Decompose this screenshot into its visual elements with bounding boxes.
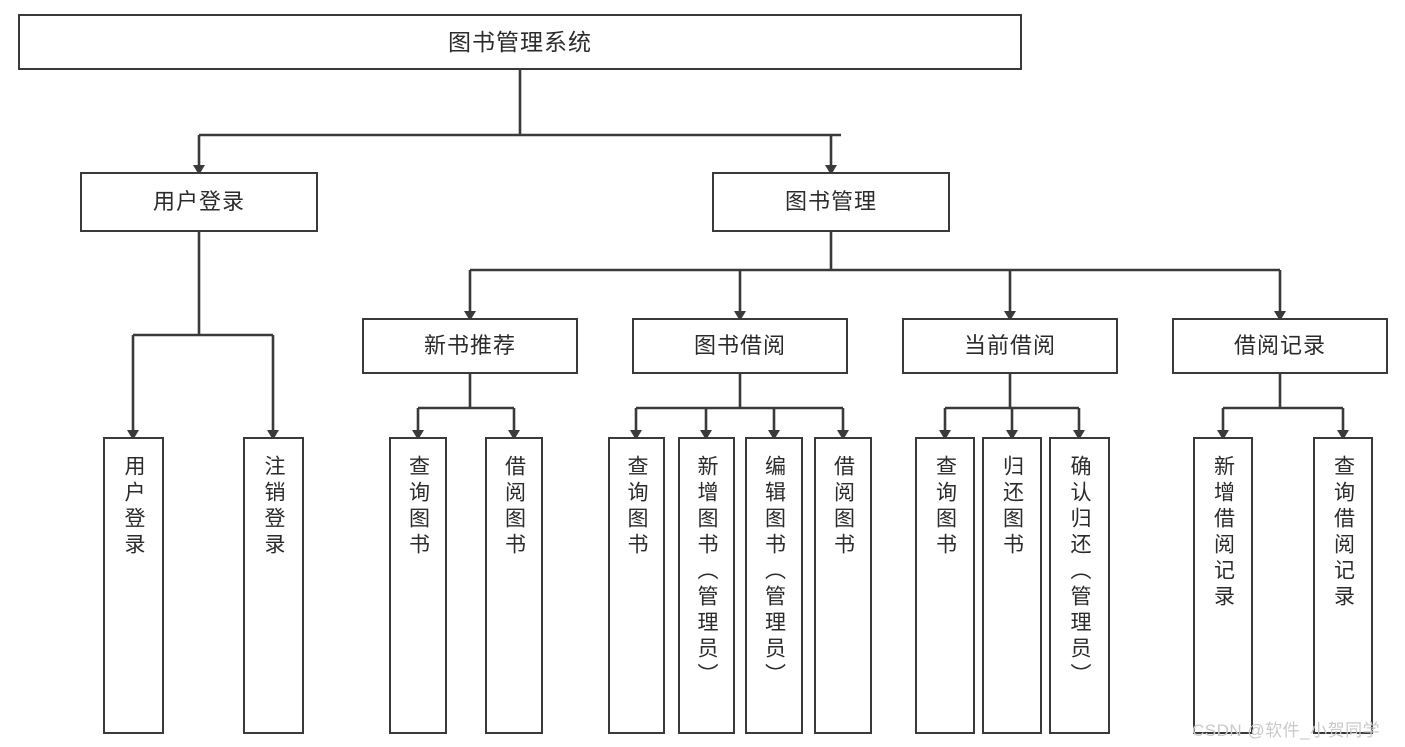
leaf-current-confirm-return-admin[interactable]: 确认归还（管理员） xyxy=(1049,437,1110,734)
node-label: 确认归还（管理员） xyxy=(1068,455,1091,689)
node-root-system[interactable]: 图书管理系统 xyxy=(18,14,1022,70)
leaf-current-return-book[interactable]: 归还图书 xyxy=(982,437,1042,734)
node-label: 查询借阅记录 xyxy=(1331,455,1355,611)
node-label: 编辑图书（管理员） xyxy=(762,455,786,689)
node-label: 借阅图书 xyxy=(831,455,855,559)
leaf-user-logout[interactable]: 注销登录 xyxy=(243,437,304,734)
node-label: 查询图书 xyxy=(933,455,957,559)
node-book-borrow[interactable]: 图书借阅 xyxy=(632,318,848,374)
leaf-borrow-edit-book-admin[interactable]: 编辑图书（管理员） xyxy=(745,437,803,734)
node-label: 图书管理系统 xyxy=(448,28,592,55)
node-current-borrow[interactable]: 当前借阅 xyxy=(902,318,1118,374)
node-user-login[interactable]: 用户登录 xyxy=(80,172,318,232)
node-label: 图书借阅 xyxy=(693,333,786,358)
node-label: 当前借阅 xyxy=(963,333,1056,358)
leaf-borrow-lend-book[interactable]: 借阅图书 xyxy=(814,437,872,734)
node-label: 归还图书 xyxy=(1000,455,1024,559)
leaf-newbook-borrow-book[interactable]: 借阅图书 xyxy=(485,437,543,734)
leaf-current-query-book[interactable]: 查询图书 xyxy=(915,437,975,734)
node-label: 查询图书 xyxy=(406,455,430,559)
node-label: 新增借阅记录 xyxy=(1211,455,1235,611)
node-label: 用户登录 xyxy=(152,189,245,214)
leaf-record-add-record[interactable]: 新增借阅记录 xyxy=(1193,437,1253,734)
leaf-borrow-query-book[interactable]: 查询图书 xyxy=(608,437,665,734)
node-label: 新书推荐 xyxy=(423,333,516,358)
node-label: 借阅图书 xyxy=(502,455,526,559)
leaf-record-query-record[interactable]: 查询借阅记录 xyxy=(1313,437,1373,734)
node-label: 注销登录 xyxy=(262,455,285,559)
leaf-borrow-add-book-admin[interactable]: 新增图书（管理员） xyxy=(678,437,735,734)
node-book-management[interactable]: 图书管理 xyxy=(712,172,950,232)
node-label: 借阅记录 xyxy=(1233,333,1326,358)
node-label: 新增图书（管理员） xyxy=(695,455,718,689)
node-new-book-recommend[interactable]: 新书推荐 xyxy=(362,318,578,374)
csdn-watermark: CSDN @软件_小贺同学 xyxy=(1192,721,1381,740)
node-label: 查询图书 xyxy=(625,455,648,559)
node-borrow-record[interactable]: 借阅记录 xyxy=(1172,318,1388,374)
leaf-user-login[interactable]: 用户登录 xyxy=(103,437,164,734)
node-label: 图书管理 xyxy=(784,189,877,214)
leaf-newbook-query-book[interactable]: 查询图书 xyxy=(389,437,447,734)
node-label: 用户登录 xyxy=(122,455,145,559)
